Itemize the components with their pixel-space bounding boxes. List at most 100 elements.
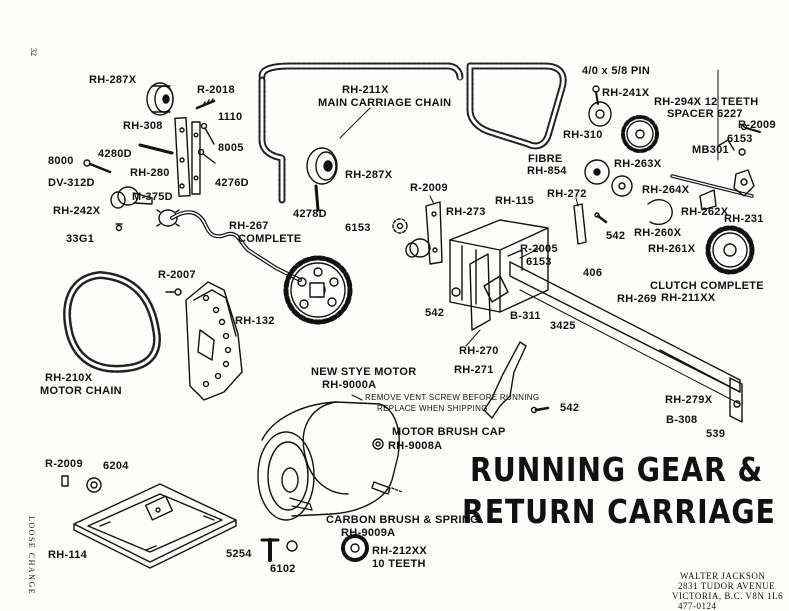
label-complete: COMPLETE xyxy=(238,233,302,245)
label-rh212xx: RH-212XX xyxy=(372,545,427,557)
main-carriage-chain xyxy=(258,62,567,204)
label-542-a: 542 xyxy=(606,230,626,242)
label-6102: 6102 xyxy=(270,563,296,575)
label-rh132: RH-132 xyxy=(235,315,275,327)
label-6153-right: 6153 xyxy=(727,133,753,145)
label-rh211x: RH-211X xyxy=(342,84,389,96)
label-rh272: RH-272 xyxy=(547,188,587,200)
label-rh9008a: RH-9008A xyxy=(388,440,443,452)
label-b308: B-308 xyxy=(666,414,698,426)
title-line-2: RETURN CARRIAGE xyxy=(462,492,776,531)
label-rh211xx: RH-211XX xyxy=(661,292,716,304)
label-carbon: CARBON BRUSH & SPRING xyxy=(326,514,479,526)
bracket-rh308 xyxy=(174,117,201,197)
gear-cluster-right xyxy=(584,85,761,275)
label-rh263x: RH-263X xyxy=(614,158,662,170)
label-rh267: RH-267 xyxy=(229,220,269,232)
label-3425: 3425 xyxy=(550,320,576,332)
bracket-rh273 xyxy=(392,201,443,265)
small-sprocket-rh242x xyxy=(110,186,180,232)
label-rh287x-top: RH-287X xyxy=(89,74,137,86)
label-rh271: RH-271 xyxy=(454,364,494,376)
label-motor-chain: MOTOR CHAIN xyxy=(40,385,122,397)
label-clutch: CLUTCH COMPLETE xyxy=(650,280,764,292)
label-rh231: RH-231 xyxy=(724,213,764,225)
label-rh287x-mid: RH-287X xyxy=(345,169,393,181)
motor-plate-rh132 xyxy=(165,281,243,401)
small-screws-r2018 xyxy=(83,98,216,174)
label-542-b: 542 xyxy=(425,307,445,319)
label-rh279x: RH-279X xyxy=(665,394,713,406)
label-rh308: RH-308 xyxy=(123,120,163,132)
label-8000: 8000 xyxy=(48,155,74,167)
label-remove-note: REMOVE VENT SCREW BEFORE RUNNING xyxy=(365,393,540,402)
label-rh310: RH-310 xyxy=(563,129,603,141)
label-r2009-bottom: R-2009 xyxy=(45,458,83,470)
large-sprocket xyxy=(283,255,353,325)
label-539: 539 xyxy=(706,428,726,440)
label-fibre: FIBRE xyxy=(528,153,563,165)
label-5254: 5254 xyxy=(226,548,252,560)
motor-rh9000a xyxy=(257,401,403,521)
page-number: 32 xyxy=(29,48,38,56)
label-r2005: R-2005 xyxy=(520,243,558,255)
label-6204: 6204 xyxy=(103,460,129,472)
label-rh270: RH-270 xyxy=(459,345,499,357)
address-city: VICTORIA, B.C. V8N 1L6 xyxy=(672,591,784,601)
label-mb301: MB301 xyxy=(692,144,729,156)
label-6153-c: 6153 xyxy=(526,256,552,268)
leader-lines xyxy=(339,69,719,401)
label-8005: 8005 xyxy=(218,142,244,154)
label-rh242x: RH-242X xyxy=(53,205,101,217)
label-dv312d: DV-312D xyxy=(48,177,95,189)
side-note: LOOSE CHANGE xyxy=(27,516,36,596)
label-spacer: SPACER 6227 xyxy=(667,108,743,120)
label-rh261x: RH-261X xyxy=(648,243,696,255)
sprocket-rh212xx xyxy=(341,534,369,562)
label-rh210x: RH-210X xyxy=(45,372,93,384)
label-r2009-mid: R-2009 xyxy=(410,182,448,194)
arm-rh271 xyxy=(483,341,550,419)
label-brush-cap: MOTOR BRUSH CAP xyxy=(392,426,506,438)
label-4280d: 4280D xyxy=(98,148,132,160)
label-rh9009a: RH-9009A xyxy=(341,527,396,539)
label-rh9000a: RH-9000A xyxy=(322,379,377,391)
pulley-rh287x-mid xyxy=(306,147,338,212)
rail-rh269 xyxy=(509,261,743,423)
motor-chain xyxy=(63,271,161,373)
address-street: 2831 TUDOR AVENUE xyxy=(678,581,776,591)
label-rh262x: RH-262X xyxy=(681,206,729,218)
label-r2007: R-2007 xyxy=(158,269,196,281)
crank-shaft-rh267 xyxy=(170,210,302,282)
label-b311: B-311 xyxy=(510,310,541,322)
hardware-bottom xyxy=(61,475,298,562)
label-replace-note: REPLACE WHEN SHIPPING xyxy=(377,404,488,413)
label-main-chain: MAIN CARRIAGE CHAIN xyxy=(318,97,452,109)
label-rh854: RH-854 xyxy=(527,165,567,177)
label-rh280: RH-280 xyxy=(130,167,170,179)
carriage-block-rh115 xyxy=(405,219,549,331)
label-4278d: 4278D xyxy=(293,208,327,220)
label-rh294x: RH-294X 12 TEETH xyxy=(654,96,759,108)
label-rh269: RH-269 xyxy=(617,293,657,305)
label-rh114: RH-114 xyxy=(48,549,88,561)
label-rh115: RH-115 xyxy=(495,195,535,207)
label-4276d: 4276D xyxy=(215,177,249,189)
label-rh273: RH-273 xyxy=(446,206,486,218)
label-1110: 1110 xyxy=(218,111,243,123)
label-pin: 4/0 x 5/8 PIN xyxy=(582,65,651,77)
label-new-motor: NEW STYE MOTOR xyxy=(311,366,417,378)
label-m375d: M-375D xyxy=(132,191,173,203)
label-r2009-right: R-2009 xyxy=(738,119,776,131)
label-rh241x: RH-241X xyxy=(602,87,650,99)
pulley-rh287x-top xyxy=(146,82,174,116)
label-6153-left: 6153 xyxy=(345,222,371,234)
label-3361: 33G1 xyxy=(66,233,95,245)
label-rh260x: RH-260X xyxy=(634,227,682,239)
address-name: WALTER JACKSON xyxy=(680,571,766,581)
label-r2018: R-2018 xyxy=(197,84,235,96)
label-406: 406 xyxy=(583,267,603,279)
address-phone: 477-0124 xyxy=(678,601,717,611)
title-line-1: RUNNING GEAR & xyxy=(470,450,764,489)
